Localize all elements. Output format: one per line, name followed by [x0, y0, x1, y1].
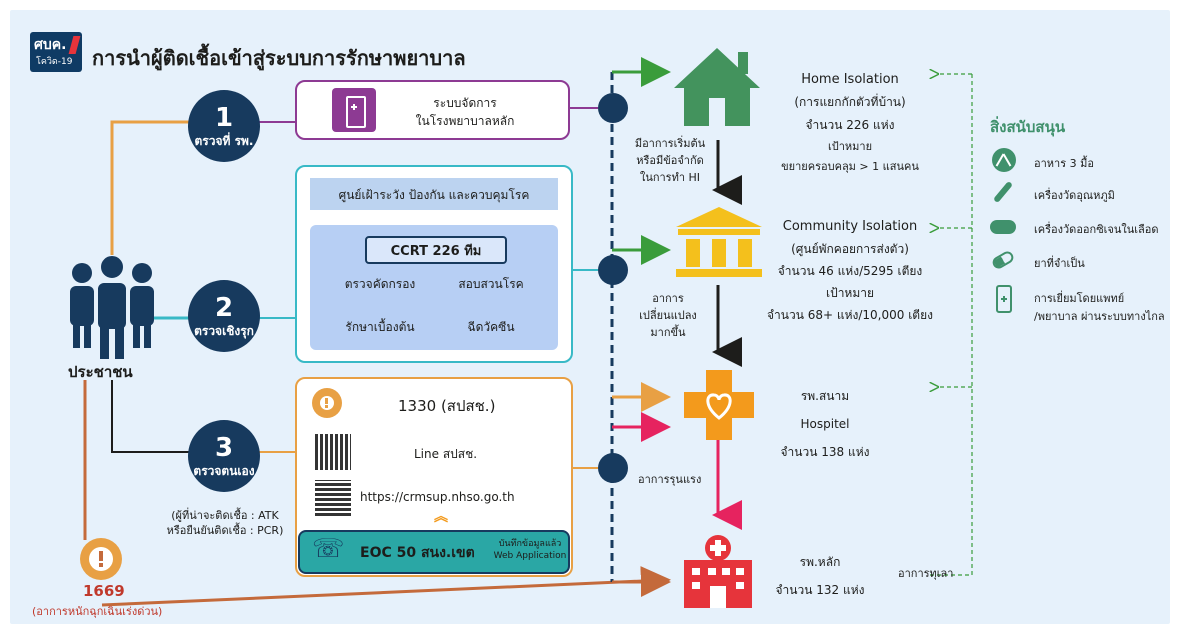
support-item-telemedicine: การเยี่ยมโดยแพทย์ /พยาบาล ผ่านระบบทางไกล	[1034, 290, 1165, 326]
self-test-note-line2: หรือยืนยันติดเชื้อ : PCR)	[166, 524, 284, 537]
hospital-system-text: ระบบจัดการ ในโรงพยาบาลหลัก	[400, 94, 530, 130]
surveillance-item-vaccination: ฉีดวัคซีน	[467, 320, 515, 334]
self-test-note-line1: (ผู้ที่น่าจะติดเชื้อ : ATK	[171, 509, 279, 522]
junction-dot-hospital	[598, 93, 628, 123]
field-info: รพ.สนาม Hospitel จำนวน 138 แห่ง	[760, 382, 890, 466]
eoc-note-line1: บันทึกข้อมูลแล้ว	[498, 539, 562, 549]
transition-hi-to-ci: มีอาการเริ่มต้น หรือมีข้อจำกัด ในการทำ H…	[625, 135, 715, 186]
transition-ci-to-field-line2: เปลี่ยนแปลง	[639, 309, 697, 322]
transition-hi-to-ci-line3: ในการทำ HI	[639, 171, 701, 184]
hotline-number: 1330 (สปสช.)	[398, 397, 496, 415]
emergency-note: (อาการหนักฉุกเฉินเร่งด่วน)	[32, 605, 163, 618]
line-label: Line สปสช.	[414, 447, 478, 461]
transition-improving: อาการทุเลา	[898, 567, 954, 580]
support-item-thermometer: เครื่องวัดอุณหภูมิ	[1034, 189, 1115, 202]
ccrt-badge	[365, 236, 507, 264]
support-item-telemedicine-line1: การเยี่ยมโดยแพทย์	[1034, 292, 1125, 305]
hi-name: Home Isolation	[801, 72, 899, 87]
transition-ci-to-field: อาการ เปลี่ยนแปลง มากขึ้น	[628, 290, 708, 341]
hi-target: เป้าหมาย	[827, 140, 873, 153]
support-item-oximeter: เครื่องวัดออกซิเจนในเลือด	[1034, 223, 1159, 236]
community-isolation-icon	[676, 207, 762, 277]
eoc-panel	[298, 530, 570, 574]
eoc-note: บันทึกข้อมูลแล้ว Web Application	[490, 538, 570, 562]
logo: ศบค. โควิด-19	[30, 32, 82, 72]
surveillance-header-bg	[310, 178, 558, 210]
step-3-circle: 3 ตรวจตนเอง	[188, 420, 260, 492]
main-name: รพ.หลัก	[799, 555, 841, 569]
step-3-number: 3	[214, 433, 234, 463]
transition-field-to-main: อาการรุนแรง	[638, 473, 702, 486]
step-2-number: 2	[214, 293, 234, 323]
home-icon	[674, 48, 760, 126]
hi-count: จำนวน 226 แห่ง	[805, 118, 895, 132]
emergency-number: 1669	[83, 582, 125, 600]
ci-target: เป้าหมาย	[825, 286, 875, 300]
meal-icon	[992, 148, 1016, 172]
hospital-system-icon	[332, 88, 376, 132]
transition-hi-to-ci-line1: มีอาการเริ่มต้น	[634, 137, 706, 150]
ci-target-detail: จำนวน 68+ แห่ง/10,000 เตียง	[766, 308, 933, 322]
step-2-label: ตรวจเชิงรุก	[194, 324, 254, 338]
people-label: ประชาชน	[68, 363, 133, 381]
main-info: รพ.หลัก จำนวน 132 แห่ง	[760, 548, 880, 604]
hi-sub: (การแยกกักตัวที่บ้าน)	[794, 95, 906, 109]
emergency-icon	[80, 538, 122, 580]
ci-name: Community Isolation	[782, 219, 918, 234]
ccrt-label: CCRT 226 ทีม	[390, 244, 482, 259]
eoc-label: EOC 50 สนง.เขต	[360, 545, 475, 561]
page-title: การนำผู้ติดเชื้อเข้าสู่ระบบการรักษาพยาบา…	[92, 46, 466, 70]
junction-dot-hotline	[598, 453, 628, 483]
line-qr-code	[315, 434, 351, 470]
junction-dot-surveillance	[598, 255, 628, 285]
step-1-label: ตรวจที่ รพ.	[194, 134, 254, 148]
self-test-note: (ผู้ที่น่าจะติดเชื้อ : ATK หรือยืนยันติด…	[150, 508, 300, 538]
support-item-pill: ยาที่จำเป็น	[1034, 257, 1085, 270]
field-name: รพ.สนาม	[800, 389, 850, 403]
surveillance-header: ศูนย์เฝ้าระวัง ป้องกัน และควบคุมโรค	[338, 188, 530, 202]
main-count: จำนวน 132 แห่ง	[775, 583, 865, 597]
web-url: https://crmsup.nhso.go.th	[360, 490, 515, 504]
phone-icon: ☏	[312, 534, 345, 564]
transition-ci-to-field-line3: มากขึ้น	[650, 326, 686, 339]
support-item-telemedicine-line2: /พยาบาล ผ่านระบบทางไกล	[1034, 310, 1165, 323]
field-count: จำนวน 138 แห่ง	[780, 445, 870, 459]
hi-target-detail: ขยายครอบคลุม > 1 แสนคน	[781, 160, 919, 173]
ci-sub: (ศูนย์พักคอยการส่งตัว)	[791, 242, 909, 256]
step-2-circle: 2 ตรวจเชิงรุก	[188, 280, 260, 352]
transition-hi-to-ci-line2: หรือมีข้อจำกัด	[636, 154, 704, 167]
field-sub: Hospitel	[800, 417, 850, 431]
hospital-system-line1: ระบบจัดการ	[433, 96, 497, 110]
surveillance-item-screening: ตรวจคัดกรอง	[344, 277, 416, 291]
web-qr-code	[315, 480, 351, 516]
ci-count: จำนวน 46 แห่ง/5295 เตียง	[777, 264, 923, 278]
telemedicine-icon	[996, 285, 1012, 313]
eoc-note-line2: Web Application	[493, 551, 567, 561]
step-3-label: ตรวจตนเอง	[193, 464, 255, 478]
ci-info: Community Isolation (ศูนย์พักคอยการส่งตั…	[760, 216, 940, 326]
logo-subtext: โควิด-19	[36, 57, 73, 67]
surveillance-item-investigation: สอบสวนโรค	[458, 277, 524, 291]
oximeter-icon	[990, 220, 1016, 234]
field-hospital-icon	[684, 370, 754, 440]
support-item-meal: อาหาร 3 มื้อ	[1034, 157, 1094, 170]
logo-text: ศบค.	[34, 37, 67, 53]
hi-info: Home Isolation (การแยกกักตัวที่บ้าน) จำน…	[770, 68, 930, 177]
step-1-number: 1	[214, 103, 234, 133]
surveillance-item-treatment: รักษาเบื้องต้น	[345, 320, 415, 334]
people-group-icon	[70, 255, 154, 359]
transition-ci-to-field-line1: อาการ	[652, 292, 684, 305]
up-chevron-icon: ︽	[434, 509, 448, 525]
main-hospital-icon	[684, 535, 752, 608]
step-1-circle: 1 ตรวจที่ รพ.	[188, 90, 260, 162]
hospital-system-line2: ในโรงพยาบาลหลัก	[415, 114, 515, 128]
headset-icon	[312, 388, 342, 418]
support-title: สิ่งสนับสนุน	[990, 118, 1066, 136]
